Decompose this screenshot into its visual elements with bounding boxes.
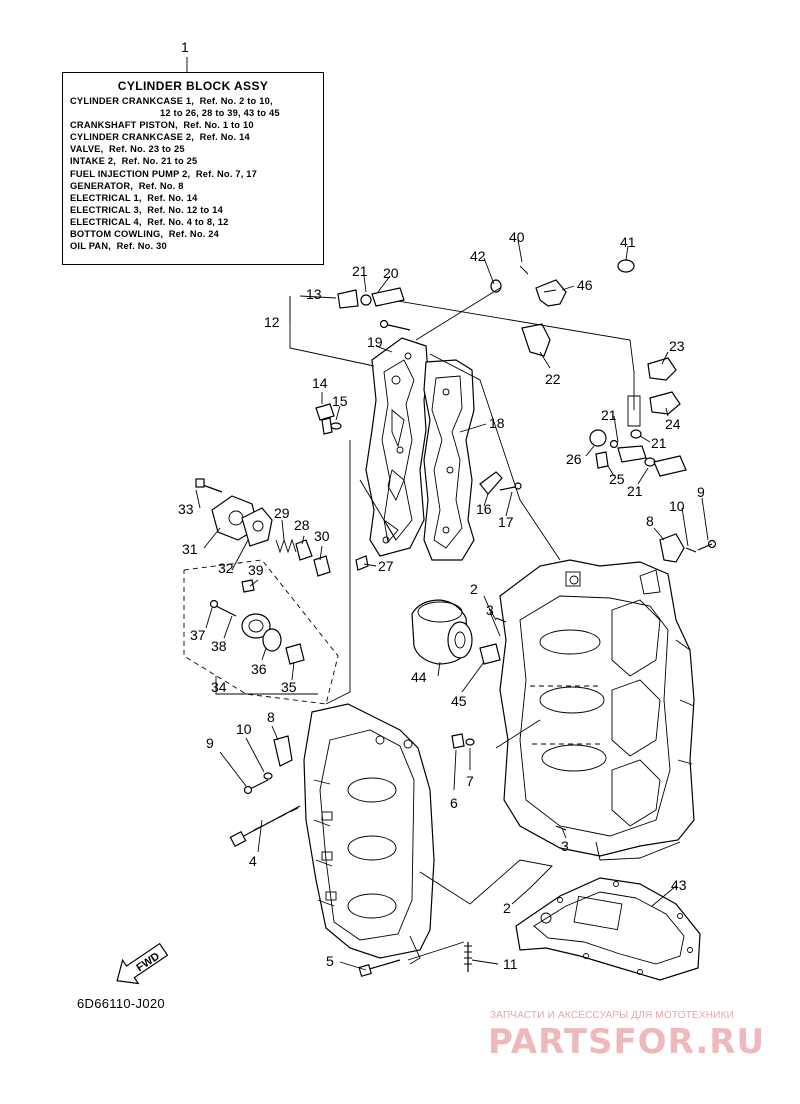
- callout: 8: [267, 709, 275, 725]
- callout: 42: [470, 248, 486, 264]
- callout: 41: [620, 234, 636, 250]
- callout: 2: [503, 900, 511, 916]
- callout: 16: [476, 501, 492, 517]
- cover-gasket-part: [423, 359, 475, 561]
- assembly-reference-list: CYLINDER CRANKCASE 1, Ref. No. 2 to 10, 1…: [70, 95, 323, 252]
- callout: 22: [545, 371, 561, 387]
- callout: 10: [669, 498, 685, 514]
- assembly-reference-line: OIL PAN, Ref. No. 30: [70, 241, 167, 252]
- callout: 21: [651, 435, 667, 451]
- callout: 18: [489, 415, 505, 431]
- callout: 36: [251, 661, 267, 677]
- callout-labels: 1 13 21 20 12 19 42 40 41 46 22 23 14 15…: [178, 39, 705, 972]
- callout: 30: [314, 528, 330, 544]
- assembly-reference-line: CYLINDER CRANKCASE 1, Ref. No. 2 to 10,: [70, 96, 273, 106]
- callout: 19: [367, 334, 383, 350]
- assembly-reference-line: ELECTRICAL 4, Ref. No. 4 to 8, 12: [70, 216, 229, 227]
- assembly-reference-line: CYLINDER CRANKCASE 2, Ref. No. 14: [70, 132, 250, 143]
- callout: 10: [236, 721, 252, 737]
- watermark-logo: PARTSFOR.RU: [488, 1022, 766, 1062]
- diagram-code: 6D66110-J020: [77, 996, 165, 1011]
- callout: 9: [206, 735, 214, 751]
- assembly-reference-line: ELECTRICAL 3, Ref. No. 12 to 14: [70, 204, 223, 215]
- callout: 25: [609, 471, 625, 487]
- hose-part: [490, 230, 635, 293]
- oil-filter-part: [411, 599, 473, 665]
- callout: 28: [294, 517, 310, 533]
- callout: 21: [627, 483, 643, 499]
- crankcase-part: [303, 703, 435, 965]
- assembly-reference-line: INTAKE 2, Ref. No. 21 to 25: [70, 156, 198, 167]
- callout: 1: [181, 39, 189, 55]
- callout: 15: [332, 393, 348, 409]
- callout: 5: [326, 953, 334, 969]
- watermark-subtitle: ЗАПЧАСТИ И АКСЕССУАРЫ ДЛЯ МОТОТЕХНИКИ: [490, 1010, 735, 1021]
- callout: 26: [566, 451, 582, 467]
- callout: 29: [274, 505, 290, 521]
- oil-pan-gasket-part: [515, 877, 701, 981]
- forward-direction-icon: FWD: [116, 942, 169, 985]
- callout: 12: [264, 314, 280, 330]
- callout: 27: [378, 558, 394, 574]
- callout: 34: [211, 679, 227, 695]
- callout: 46: [577, 277, 593, 293]
- callout: 32: [218, 560, 234, 576]
- assembly-reference-line: GENERATOR, Ref. No. 8: [70, 180, 184, 191]
- callout: 4: [249, 853, 257, 869]
- callout: 8: [646, 513, 654, 529]
- callout: 2: [470, 581, 478, 597]
- callout: 40: [509, 229, 525, 245]
- callout: 43: [671, 877, 687, 893]
- callout: 9: [697, 484, 705, 500]
- callout: 11: [503, 956, 518, 972]
- callout: 21: [601, 407, 617, 423]
- assembly-reference-line: VALVE, Ref. No. 23 to 25: [70, 144, 185, 155]
- callout: 14: [312, 375, 328, 391]
- assembly-title: CYLINDER BLOCK ASSY: [117, 79, 269, 93]
- callout: 33: [178, 501, 194, 517]
- assembly-reference-box: CYLINDER BLOCK ASSY CYLINDER CRANKCASE 1…: [62, 72, 324, 265]
- callout: 44: [411, 669, 427, 685]
- callout: 7: [466, 773, 474, 789]
- callout: 39: [248, 562, 264, 578]
- assembly-reference-line: FUEL INJECTION PUMP 2, Ref. No. 7, 17: [70, 168, 258, 179]
- callout: 35: [281, 679, 297, 695]
- callout: 45: [451, 693, 467, 709]
- cylinder-block-part: [499, 559, 695, 861]
- callout: 3: [486, 602, 494, 618]
- callout: 31: [182, 541, 198, 557]
- callout: 23: [669, 338, 685, 354]
- callout: 17: [498, 514, 514, 530]
- callout: 38: [211, 638, 227, 654]
- clip-part: [521, 279, 567, 357]
- callout: 21: [352, 263, 368, 279]
- callout: 3: [561, 838, 569, 854]
- long-bolt-part: [229, 805, 301, 848]
- callout: 6: [450, 795, 458, 811]
- crankcase-cover-part: [365, 337, 429, 557]
- callout: 13: [306, 286, 322, 302]
- callout: 20: [383, 265, 399, 281]
- callout: 24: [665, 416, 681, 432]
- assembly-reference-line: 12 to 26, 28 to 39, 43 to 45: [160, 108, 280, 119]
- assembly-reference-line: BOTTOM COWLING, Ref. No. 24: [70, 229, 220, 240]
- assembly-reference-line: ELECTRICAL 1, Ref. No. 14: [70, 192, 198, 203]
- callout: 37: [190, 627, 206, 643]
- assembly-reference-line: CRANKSHAFT PISTON, Ref. No. 1 to 10: [70, 120, 254, 131]
